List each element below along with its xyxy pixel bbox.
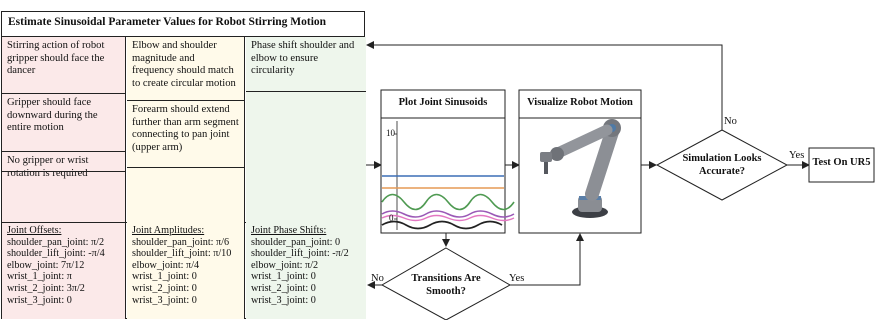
params-header: Joint Offsets:	[7, 225, 62, 236]
note-no-rotation: No gripper or wrist rotation is required	[7, 155, 89, 179]
robot-title: Visualize Robot Motion	[527, 97, 633, 108]
yes-label: Yes	[789, 150, 805, 161]
column-amplitudes: Elbow and shoulder magnitude and frequen…	[127, 37, 245, 319]
param-line: shoulder_pan_joint: π/2	[7, 236, 105, 248]
no-label: No	[371, 273, 384, 284]
amplitudes-params: Joint Amplitudes: shoulder_pan_joint: π/…	[127, 225, 255, 306]
param-line: elbow_joint: π/2	[251, 259, 319, 271]
param-line: shoulder_pan_joint: 0	[251, 236, 341, 248]
arrow-yes-to-robot	[510, 233, 584, 286]
plot-title: Plot Joint Sinusoids	[398, 97, 488, 108]
plot-line-pink	[381, 214, 515, 222]
param-line: wrist_1_joint: π	[7, 271, 72, 283]
decision-simulation-diamond	[655, 129, 789, 201]
param-line: wrist_2_joint: 0	[251, 282, 316, 294]
param-line: shoulder_pan_joint: π/6	[132, 236, 230, 248]
note-phase-shift: Phase shift shoulder and elbow to ensure…	[246, 37, 366, 92]
yes-label: Yes	[509, 273, 525, 284]
params-header: Joint Phase Shifts:	[251, 225, 327, 236]
note-face-dancer: Stirring action of robot gripper should …	[2, 37, 125, 94]
param-line: wrist_3_joint: 0	[251, 294, 316, 306]
offsets-params: Joint Offsets: shoulder_pan_joint: π/2 s…	[2, 225, 136, 306]
plot-line-purple	[381, 210, 515, 218]
plot-tick-label: 0	[389, 213, 394, 223]
plot-line-green	[381, 193, 515, 211]
param-line: shoulder_lift_joint: -π/4	[7, 248, 105, 260]
decision-transitions-diamond	[380, 247, 512, 320]
param-line: wrist_1_joint: 0	[251, 271, 316, 283]
param-line: wrist_1_joint: 0	[132, 271, 197, 283]
plot-tick-label: 10	[386, 128, 395, 138]
phase-params: Joint Phase Shifts: shoulder_pan_joint: …	[246, 225, 376, 306]
plot-line-black	[381, 220, 503, 230]
divider	[2, 171, 126, 172]
note-match-magnitude: Elbow and shoulder magnitude and frequen…	[127, 37, 244, 101]
arrow-no-back-to-panel	[366, 41, 723, 130]
plot-box	[380, 89, 506, 234]
param-line: wrist_3_joint: 0	[7, 294, 72, 306]
test-ur5-text: Test On UR5	[812, 157, 871, 168]
note-gripper-downward: Gripper should face downward during the …	[2, 94, 125, 152]
panel-title: Estimate Sinusoidal Parameter Values for…	[1, 11, 365, 37]
param-line: wrist_2_joint: 0	[132, 282, 197, 294]
decision-simulation-text: Simulation Looks Accurate?	[682, 153, 762, 177]
param-line: shoulder_lift_joint: -π/2	[251, 248, 349, 260]
note-forearm-extend: Forearm should extend further than arm s…	[127, 101, 244, 168]
param-line: wrist_3_joint: 0	[132, 294, 197, 306]
no-label: No	[724, 116, 737, 127]
param-line: wrist_2_joint: 3π/2	[7, 282, 85, 294]
column-offsets: Stirring action of robot gripper should …	[2, 37, 126, 319]
param-line: elbow_joint: 7π/12	[7, 259, 85, 271]
decision-transitions-text: Transitions Are Smooth?	[411, 273, 481, 297]
test-ur5-box	[808, 147, 875, 183]
params-header: Joint Amplitudes:	[132, 225, 205, 236]
robot-arm-image	[540, 119, 621, 218]
param-line: elbow_joint: π/4	[132, 259, 200, 271]
param-line: shoulder_lift_joint: π/10	[132, 248, 232, 260]
column-phase-shifts: Phase shift shoulder and elbow to ensure…	[246, 37, 366, 319]
